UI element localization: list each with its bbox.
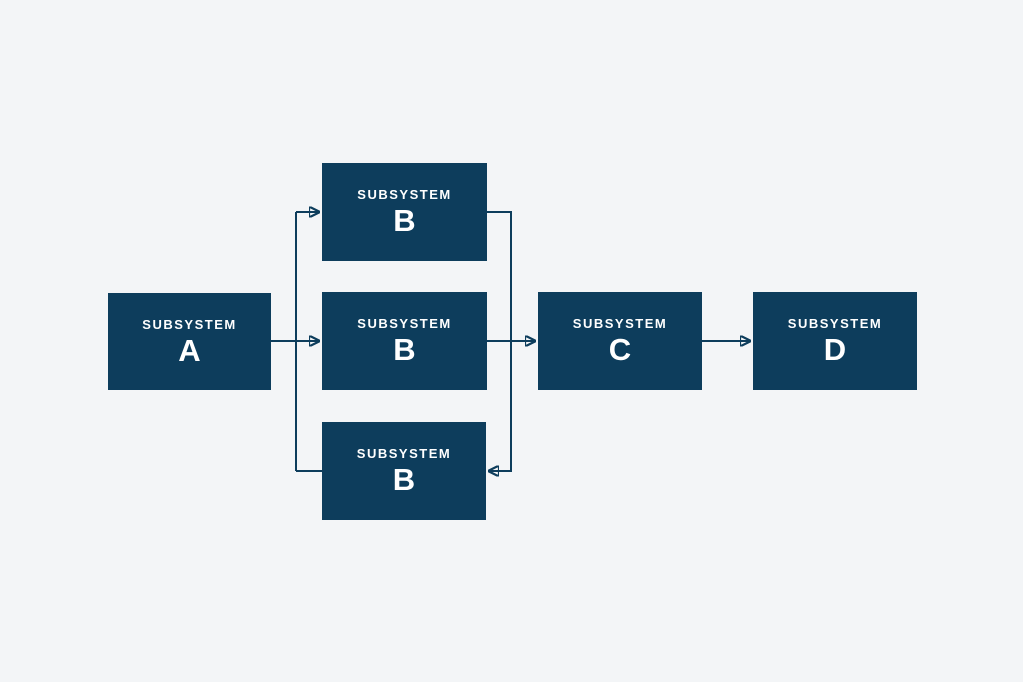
node-title: SUBSYSTEM bbox=[572, 316, 668, 331]
node-subsystem-b-bottom: SUBSYSTEM B bbox=[322, 422, 486, 520]
node-title: SUBSYSTEM bbox=[787, 316, 883, 331]
node-title: SUBSYSTEM bbox=[357, 187, 452, 202]
node-letter: B bbox=[392, 462, 416, 497]
node-subsystem-b-top: SUBSYSTEM B bbox=[322, 163, 487, 261]
connector-b1-to-b3 bbox=[487, 211, 512, 471]
node-letter: A bbox=[178, 332, 201, 368]
node-letter: B bbox=[393, 203, 416, 238]
node-subsystem-b-middle: SUBSYSTEM B bbox=[322, 292, 487, 390]
node-subsystem-d: SUBSYSTEM D bbox=[753, 292, 917, 390]
node-letter: D bbox=[823, 332, 847, 367]
node-title: SUBSYSTEM bbox=[142, 316, 237, 332]
node-letter: C bbox=[608, 332, 632, 367]
node-title: SUBSYSTEM bbox=[357, 316, 452, 331]
node-subsystem-c: SUBSYSTEM C bbox=[538, 292, 702, 390]
node-title: SUBSYSTEM bbox=[356, 446, 452, 461]
node-letter: B bbox=[393, 332, 416, 367]
node-subsystem-a: SUBSYSTEM A bbox=[108, 293, 271, 390]
